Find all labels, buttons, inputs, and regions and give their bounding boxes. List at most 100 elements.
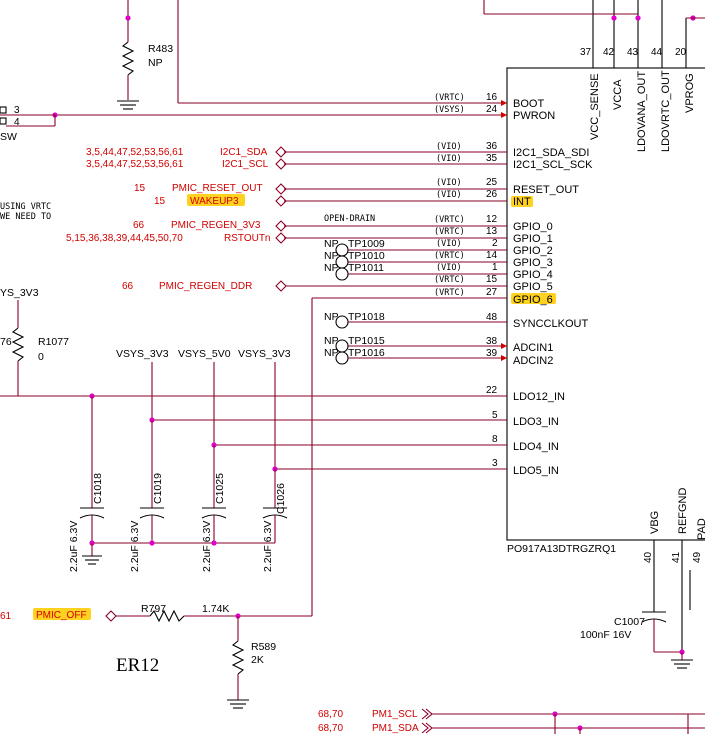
pin-num-8: 8 — [492, 434, 498, 445]
pin-gpio-0: GPIO_0 — [513, 221, 553, 233]
r1077-ref: R1077 — [38, 336, 69, 348]
pin-pad: PAD — [696, 518, 705, 540]
tp1011-np: NP — [324, 262, 339, 274]
tp1015-np: NP — [324, 335, 339, 347]
pin-vcca: VCCA — [612, 79, 624, 110]
sw-label: SW — [0, 131, 17, 143]
c1018-value: 2.2uF 6.3V — [68, 521, 80, 572]
net-i2c-scl-refs: 3,5,44,47,52,53,56,61 — [86, 159, 184, 170]
rail-vrtc-gpio6: (VRTC) — [434, 288, 465, 298]
pin-num-14: 14 — [486, 250, 498, 261]
supply-vsys-3v3-b: VSYS_3V3 — [238, 348, 291, 360]
pin-ldo3-in: LDO3_IN — [513, 416, 559, 428]
pin-vbg: VBG — [649, 511, 661, 534]
pin-gpio-3: GPIO_3 — [513, 257, 553, 269]
pin-num-27: 27 — [486, 287, 498, 298]
net-pmic-regen-3v3: PMIC_REGEN_3V3 — [171, 220, 261, 231]
rail-vrtc-boot: (VRTC) — [434, 93, 465, 103]
pin-int: INT — [513, 196, 531, 208]
rail-vrtc-gpio0: (VRTC) — [434, 215, 465, 225]
net-i2c-sda: I2C1_SDA — [220, 147, 268, 158]
tp1009-label: TP1009 — [348, 238, 385, 250]
pin-num-20: 20 — [675, 47, 687, 58]
supply-vsys-3v3-a: VSYS_3V3 — [116, 348, 169, 360]
c1026-ref: C1026 — [275, 483, 287, 514]
tp1010-label: TP1010 — [348, 250, 385, 262]
net-rstoutn-refs: 5,15,36,38,39,44,45,50,70 — [66, 233, 183, 244]
r589-value: 2K — [251, 654, 264, 666]
pin-num-3: 3 — [492, 458, 498, 469]
pin-syncclkout: SYNCCLKOUT — [513, 318, 588, 330]
net-flags: 3,5,44,47,52,53,56,61 I2C1_SDA 3,5,44,47… — [0, 146, 705, 734]
net-pm1-sda: PM1_SDA — [372, 723, 419, 734]
c1025-ref: C1025 — [214, 473, 226, 504]
c1007-value: 100nF 16V — [580, 629, 631, 641]
r1077-left-value: 76 — [0, 336, 12, 348]
tp1015-label: TP1015 — [348, 335, 385, 347]
rail-vrtc-gpio3: (VRTC) — [434, 251, 465, 261]
pin-ldo12-in: LDO12_IN — [513, 391, 565, 403]
supply-ys-3v3: YS_3V3 — [0, 287, 39, 299]
pin-num-37: 37 — [580, 47, 592, 58]
chip-left-pin-numbers: 16 24 36 35 25 26 12 13 2 14 1 15 27 48 … — [486, 92, 498, 469]
pin-num-25: 25 — [486, 177, 498, 188]
pin-num-26: 26 — [486, 189, 498, 200]
chip-bottom-pins: VBG REFGND PAD 40 41 49 C1007 100nF 16V — [580, 488, 705, 669]
sw-pin-4: 4 — [14, 117, 20, 128]
pin-num-49: 49 — [692, 551, 703, 563]
net-pmic-reset-out: PMIC_RESET_OUT — [172, 183, 263, 194]
net-wakeup3: WAKEUP3 — [190, 196, 239, 207]
tp1018-np: NP — [324, 311, 339, 323]
pin-num-43: 43 — [627, 47, 639, 58]
pin-pwron: PWRON — [513, 110, 555, 122]
net-i2c-sda-refs: 3,5,44,47,52,53,56,61 — [86, 147, 184, 158]
net-pm1-sda-refs: 68,70 — [318, 723, 343, 734]
net-wakeup3-refs: 15 — [154, 196, 166, 207]
resistor-r483: R483 NP — [117, 41, 173, 110]
rail-vio-int: (VIO) — [436, 190, 462, 200]
region-label: ER12 — [116, 655, 159, 676]
pin-num-2: 2 — [492, 238, 498, 249]
pin-num-13: 13 — [486, 226, 498, 237]
switch-fragment: 3 4 SW USING VRTC WE NEED TO — [0, 105, 56, 222]
note-using-vrtc: USING VRTC — [0, 202, 51, 212]
tp1010-np: NP — [324, 250, 339, 262]
net-reset-out-refs: 15 — [134, 183, 146, 194]
c1007-ref: C1007 — [614, 616, 645, 628]
pin-gpio-5: GPIO_5 — [513, 281, 553, 293]
resistor-r1077: YS_3V3 76 R1077 0 — [0, 287, 69, 396]
test-points: NP TP1009 NP TP1010 NP TP1011 NP TP1018 … — [324, 238, 385, 365]
c1026-value: 2.2uF 6.3V — [262, 521, 274, 572]
pin-ldovana-out: LDOVANA_OUT — [636, 71, 648, 152]
chip-part-number: PO917A13DTRGZRQ1 — [507, 543, 616, 555]
net-i2c-scl: I2C1_SCL — [222, 159, 269, 170]
tp1016-np: NP — [324, 347, 339, 359]
pin-num-40: 40 — [643, 551, 654, 563]
r797-ref: R797 — [141, 603, 166, 615]
pin-reset-out: RESET_OUT — [513, 184, 579, 196]
net-pm1-scl-refs: 68,70 — [318, 709, 343, 720]
pin-i2c1-sda-sdi: I2C1_SDA_SDI — [513, 147, 589, 159]
c1025-value: 2.2uF 6.3V — [201, 521, 213, 572]
r1077-value: 0 — [38, 351, 44, 363]
pin-ldo4-in: LDO4_IN — [513, 441, 559, 453]
open-drain-note: OPEN-DRAIN — [324, 214, 375, 224]
tp1018-circle — [335, 315, 349, 329]
pin-num-12: 12 — [486, 214, 498, 225]
pin-vcc-sense: VCC_SENSE — [589, 73, 601, 140]
net-pmic-regen-ddr: PMIC_REGEN_DDR — [159, 281, 252, 292]
pin-gpio-1: GPIO_1 — [513, 233, 553, 245]
pin-num-15: 15 — [486, 274, 498, 285]
r483-value: NP — [148, 57, 163, 69]
rail-vio-gpio2: (VIO) — [436, 239, 462, 249]
net-rstoutn: RSTOUTn — [224, 233, 271, 244]
net-pmic-off: PMIC_OFF — [36, 610, 87, 621]
pin-num-22: 22 — [486, 385, 498, 396]
pin-num-41: 41 — [671, 551, 682, 563]
note-we-need-to: WE NEED TO — [0, 212, 51, 222]
rail-vsys-pwron: (VSYS) — [434, 105, 465, 115]
pin-boot: BOOT — [513, 98, 544, 110]
r797-value: 1.74K — [202, 603, 229, 615]
